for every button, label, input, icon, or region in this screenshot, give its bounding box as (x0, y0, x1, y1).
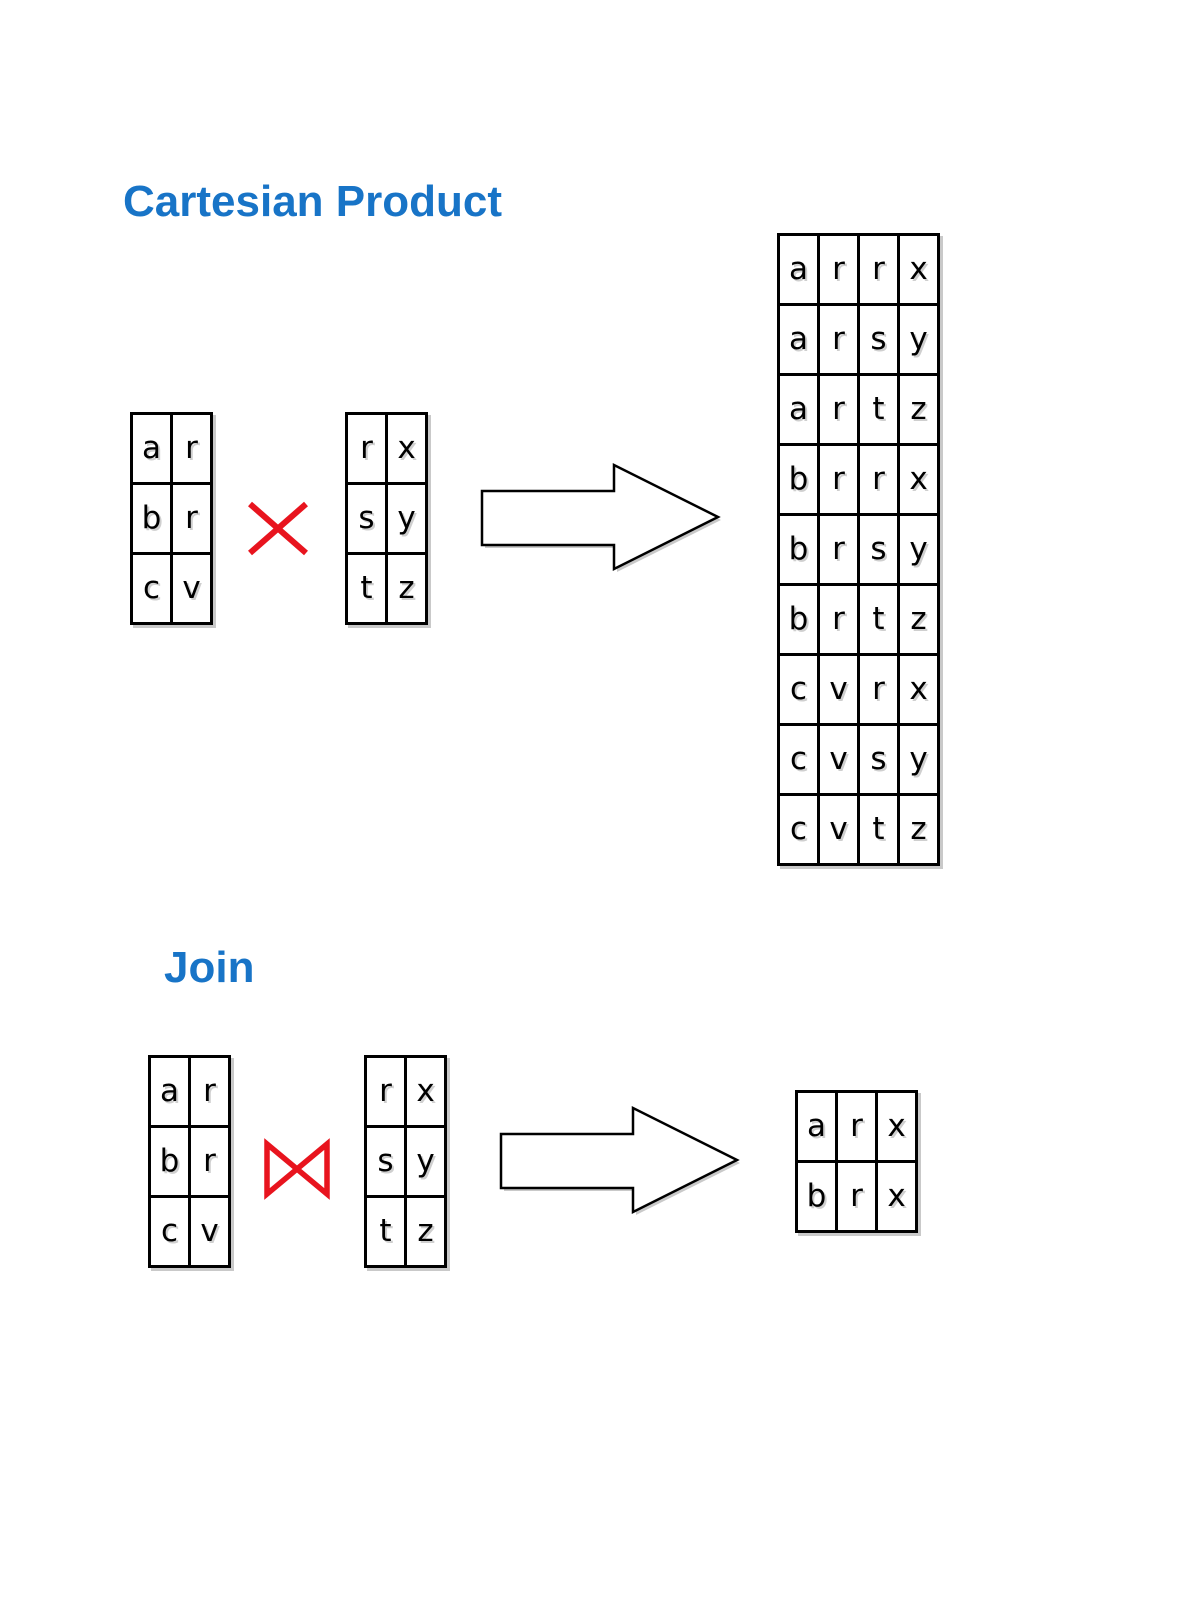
table-cell: r (367, 1058, 404, 1125)
table-cell: b (780, 586, 817, 653)
table-cell: b (780, 446, 817, 513)
table-cell: b (151, 1128, 188, 1195)
table-cell: z (388, 555, 425, 622)
table-cell: r (820, 586, 857, 653)
table-cell: z (900, 586, 937, 653)
table-cell: r (820, 516, 857, 583)
table-cell: x (900, 656, 937, 723)
table-cell: a (780, 376, 817, 443)
table-cell: v (191, 1198, 228, 1265)
table-cell: t (860, 796, 897, 863)
table-cell: x (900, 446, 937, 513)
table-cell: r (860, 656, 897, 723)
join-title: Join (164, 943, 255, 992)
table-cell: v (173, 555, 210, 622)
table-cell: s (367, 1128, 404, 1195)
table-cell: s (860, 306, 897, 373)
table-cell: c (780, 656, 817, 723)
table-cell: r (838, 1093, 875, 1160)
cartesian-product-title: Cartesian Product (123, 177, 502, 226)
table-cell: x (878, 1093, 915, 1160)
table-cell: t (367, 1198, 404, 1265)
table-cell: c (780, 726, 817, 793)
table-cell: s (860, 516, 897, 583)
table-cell: r (860, 446, 897, 513)
table-cell: x (878, 1163, 915, 1230)
table-cell: c (780, 796, 817, 863)
table-cell: r (173, 485, 210, 552)
table-cell: r (860, 236, 897, 303)
table-cell: r (348, 415, 385, 482)
table-cell: x (900, 236, 937, 303)
bowtie-join-icon (264, 1138, 330, 1200)
table-cell: z (407, 1198, 444, 1265)
table-cell: t (348, 555, 385, 622)
table-cell: y (407, 1128, 444, 1195)
table-cell: a (133, 415, 170, 482)
table-cell: t (860, 586, 897, 653)
table-cell: a (151, 1058, 188, 1125)
table-cell: v (820, 656, 857, 723)
table-cell: s (860, 726, 897, 793)
table-cell: b (798, 1163, 835, 1230)
table-cell: x (407, 1058, 444, 1125)
table-cell: y (900, 516, 937, 583)
table-cell: b (780, 516, 817, 583)
table-cell: b (133, 485, 170, 552)
table-cell: y (900, 306, 937, 373)
table-cell: r (820, 236, 857, 303)
table-cell: x (388, 415, 425, 482)
table-cell: r (191, 1128, 228, 1195)
table-cell: r (820, 306, 857, 373)
table-cell: r (820, 446, 857, 513)
table-cell: v (820, 726, 857, 793)
cross-product-icon (248, 501, 308, 556)
table-cell: a (780, 236, 817, 303)
table-cell: y (388, 485, 425, 552)
table-cell: r (820, 376, 857, 443)
table-cell: s (348, 485, 385, 552)
table-cell: c (151, 1198, 188, 1265)
table-cell: r (173, 415, 210, 482)
table-cell: z (900, 796, 937, 863)
table-cell: v (820, 796, 857, 863)
table-cell: c (133, 555, 170, 622)
table-cell: a (780, 306, 817, 373)
table-cell: a (798, 1093, 835, 1160)
right-arrow-icon (499, 1105, 740, 1215)
table-cell: y (900, 726, 937, 793)
table-cell: t (860, 376, 897, 443)
table-cell: r (838, 1163, 875, 1230)
table-cell: r (191, 1058, 228, 1125)
right-arrow-icon (480, 462, 721, 572)
table-cell: z (900, 376, 937, 443)
